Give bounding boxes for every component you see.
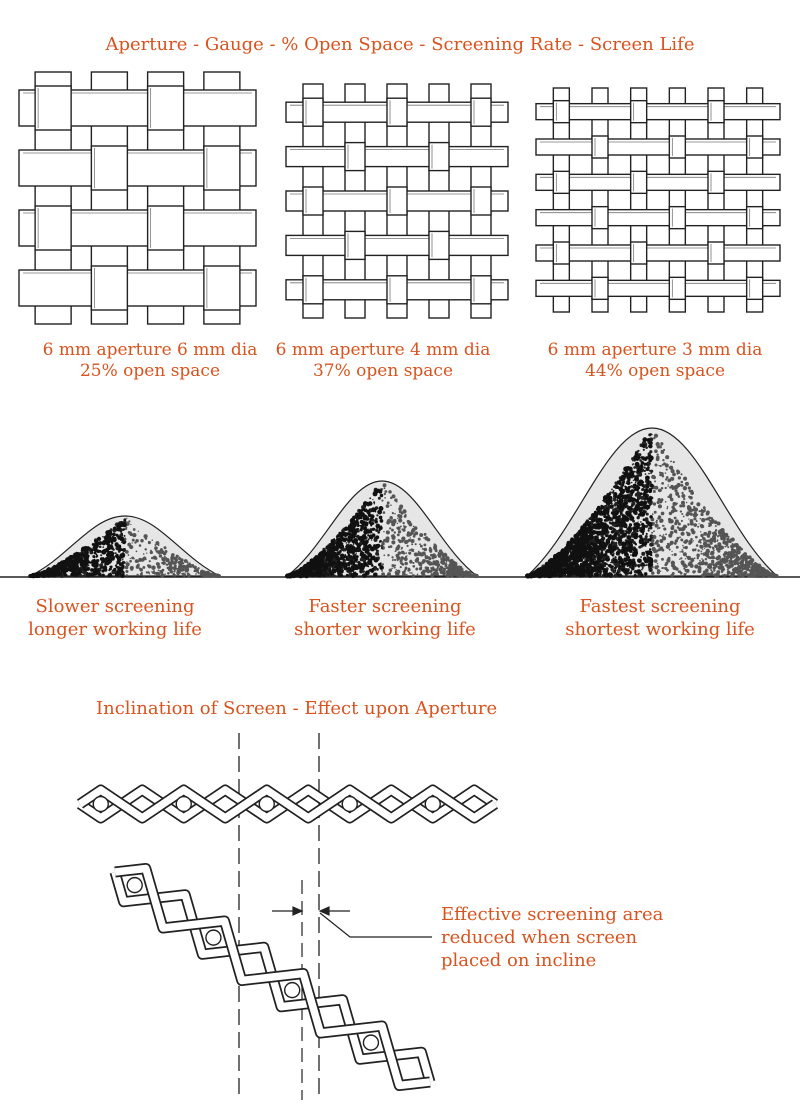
aperture-dimension-arrows <box>272 906 350 916</box>
pile-caption-2-rate: Faster screening <box>308 596 462 617</box>
pile-caption-3: Fastest screening shortest working life <box>540 595 780 641</box>
mesh-6mm-wire <box>18 71 257 325</box>
mesh-caption-1: 6 mm aperture 6 mm dia 25% open space <box>30 340 270 382</box>
mesh-3mm-wire <box>535 87 781 313</box>
pile-caption-1: Slower screening longer working life <box>0 595 230 641</box>
pile-caption-3-life: shortest working life <box>565 619 755 640</box>
mesh-caption-2-spec: 6 mm aperture 4 mm dia <box>275 340 491 360</box>
inclined-screen-wire <box>109 862 436 1092</box>
material-pile-medium <box>284 480 479 579</box>
inclination-note-line-2: reduced when screen <box>441 927 638 948</box>
inclination-title: Inclination of Screen - Effect upon Aper… <box>96 698 498 719</box>
mesh-4mm-wire <box>285 83 509 319</box>
pile-caption-2-life: shorter working life <box>294 619 476 640</box>
pile-caption-2: Faster screening shorter working life <box>270 595 500 641</box>
mesh-caption-3-open: 44% open space <box>584 361 726 381</box>
mesh-caption-1-open: 25% open space <box>79 361 221 381</box>
pile-caption-1-rate: Slower screening <box>35 596 195 617</box>
inclination-note-line-1: Effective screening area <box>441 904 664 925</box>
page-title: Aperture - Gauge - % Open Space - Screen… <box>105 34 695 55</box>
pile-caption-3-rate: Fastest screening <box>579 596 741 617</box>
material-pile-large <box>524 427 779 579</box>
mesh-caption-2: 6 mm aperture 4 mm dia 37% open space <box>258 340 508 382</box>
material-pile-small <box>28 515 221 579</box>
horizontal-screen-wire <box>76 784 499 824</box>
callout-leader-line <box>319 912 432 938</box>
mesh-caption-1-spec: 6 mm aperture 6 mm dia <box>42 340 258 360</box>
mesh-caption-3-spec: 6 mm aperture 3 mm dia <box>547 340 763 360</box>
inclination-note: Effective screening area reduced when sc… <box>441 903 663 972</box>
mesh-caption-2-open: 37% open space <box>312 361 454 381</box>
inclination-note-line-3: placed on incline <box>441 950 597 971</box>
pile-caption-1-life: longer working life <box>28 619 202 640</box>
mesh-caption-3: 6 mm aperture 3 mm dia 44% open space <box>530 340 780 382</box>
